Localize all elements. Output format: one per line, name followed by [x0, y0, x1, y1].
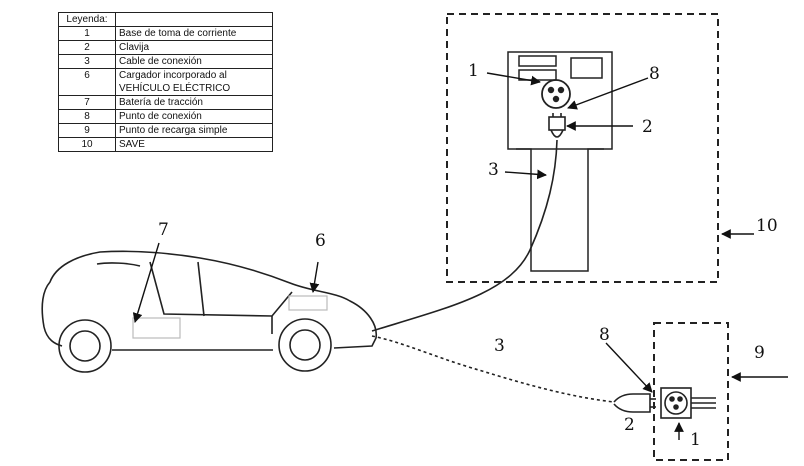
label-station-plug: 2 [642, 117, 653, 137]
onboard-charger [288, 295, 328, 311]
outlet-plug [613, 393, 656, 413]
legend-row: 1 Base de toma de corriente [58, 26, 273, 41]
electric-car [41, 250, 377, 373]
arrow-outlet-connection [605, 342, 653, 393]
station-plug [548, 113, 566, 138]
legend-desc: SAVE [115, 137, 273, 152]
label-outlet-socket: 1 [690, 430, 701, 450]
label-outlet-plug: 2 [624, 415, 635, 435]
pointer-arrows [132, 72, 788, 440]
arrow-battery [132, 242, 160, 323]
legend-row: 10 SAVE [58, 137, 273, 152]
legend-desc-line2: VEHÍCULO ELÉCTRICO [119, 83, 231, 94]
arrow-station-connection [567, 77, 649, 110]
legend-num: 6 [58, 68, 116, 96]
charging-station [507, 51, 613, 272]
label-station-connection: 8 [649, 64, 660, 84]
arrow-charger [309, 261, 320, 293]
label-station-cable: 3 [488, 160, 499, 180]
arrow-station-cable [504, 169, 547, 180]
battery [132, 317, 181, 339]
label-save: 10 [756, 216, 778, 236]
simple-point-box [653, 322, 729, 461]
station-socket [541, 79, 571, 109]
outlet-socket [660, 387, 716, 419]
legend-row: 6 Cargador incorporado al VEHÍCULO ELÉCT… [58, 68, 273, 96]
label-simple-point: 9 [754, 343, 765, 363]
legend-desc-line1: Cargador incorporado al [119, 70, 227, 81]
label-outlet-connection: 8 [599, 325, 610, 345]
legend-table: Leyenda: 1 Base de toma de corriente 2 C… [58, 12, 273, 152]
save-zone-box [446, 13, 719, 283]
station-cable [371, 139, 558, 332]
label-station-socket: 1 [468, 61, 479, 81]
legend-row: 3 Cable de conexión [58, 54, 273, 69]
label-outlet-cable: 3 [494, 336, 505, 356]
legend-desc: Cargador incorporado al VEHÍCULO ELÉCTRI… [115, 68, 273, 96]
arrow-station-socket [486, 72, 541, 86]
label-charger: 6 [315, 231, 326, 251]
outlet-cable [371, 335, 615, 403]
label-battery: 7 [158, 220, 169, 240]
